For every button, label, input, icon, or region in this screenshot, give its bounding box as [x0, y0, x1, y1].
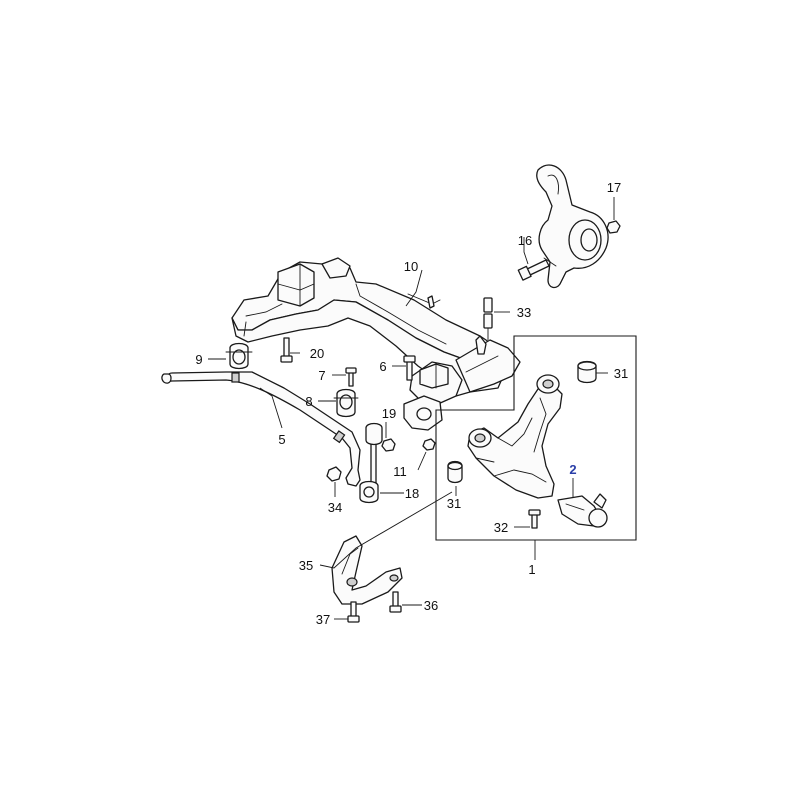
callout-11: 11: [393, 464, 407, 479]
crossmember: [231, 257, 521, 431]
callout-32: 32: [494, 520, 508, 535]
assembly-frame: [435, 335, 637, 541]
callout-37: 37: [316, 612, 330, 627]
callout-34: 34: [328, 500, 342, 515]
callout-5: 5: [278, 432, 285, 447]
callout-16: 16: [518, 233, 532, 248]
bushing-31-lower: [447, 460, 463, 484]
stud-33: [483, 297, 493, 340]
bolt-20: [280, 337, 293, 363]
callout-labels: 1 2 5 6 7 8 9 10 11 16 17 18 19 20 31 31…: [195, 180, 628, 627]
bolt-36: [389, 591, 402, 613]
nut-17: [606, 220, 621, 234]
callout-20: 20: [310, 346, 324, 361]
callout-35: 35: [299, 558, 313, 573]
bushing-31-upper: [577, 360, 597, 384]
callout-17: 17: [607, 180, 621, 195]
callout-8: 8: [305, 394, 312, 409]
bolt-7: [345, 367, 357, 387]
callout-31-lower: 31: [447, 496, 461, 511]
bolt-16: [517, 259, 550, 281]
callout-18: 18: [405, 486, 419, 501]
bolt-32: [528, 509, 541, 529]
callout-10: 10: [404, 259, 418, 274]
nut-19: [381, 438, 396, 452]
nut-11: [422, 438, 436, 451]
bracket-35: [331, 535, 403, 605]
lower-control-arm-assembly: [435, 335, 637, 541]
stabilizer-bar: [161, 371, 361, 487]
callout-9: 9: [195, 352, 202, 367]
callout-19: 19: [382, 406, 396, 421]
callout-33: 33: [517, 305, 531, 320]
callout-2: 2: [569, 462, 576, 477]
callout-1: 1: [528, 562, 535, 577]
nut-34: [326, 466, 342, 482]
bushing-9: [225, 342, 253, 370]
callout-7: 7: [318, 368, 325, 383]
leader-lines: [208, 197, 615, 620]
callout-6: 6: [379, 359, 386, 374]
bolt-6: [403, 355, 416, 381]
bolt-37: [347, 601, 360, 623]
bushing-8: [333, 388, 359, 418]
steering-knuckle: [536, 164, 609, 289]
stabilizer-link: [359, 422, 383, 504]
callout-31-upper: 31: [614, 366, 628, 381]
callout-36: 36: [424, 598, 438, 613]
